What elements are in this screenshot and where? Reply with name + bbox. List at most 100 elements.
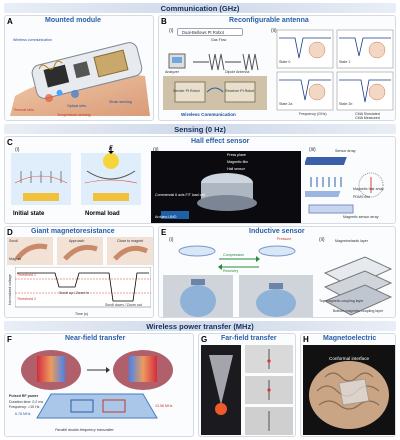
zone-up: Scroll up / Zoom in: [59, 291, 89, 295]
state-plots: [276, 29, 394, 111]
section-title: Communication (GHz): [160, 3, 240, 13]
panel-a: A Mounted module Wireless communication …: [4, 15, 154, 121]
robot-label: Dual-Bellows Pt Robot: [182, 30, 224, 35]
receiver-label: Receiver Pt Robot: [225, 89, 255, 93]
sub-iii: (iii): [309, 147, 316, 153]
sub-i: (i): [169, 237, 174, 243]
voltage-plot: [15, 267, 151, 308]
label-hair-array: Magnetic hair array: [353, 187, 384, 191]
sender-label: Sender Pt Robot: [173, 89, 200, 93]
legend-simulated: CMA Simulated: [355, 112, 380, 116]
panel-letter: H: [303, 335, 309, 344]
layer-diagram: [323, 256, 393, 316]
panel-letter: E: [161, 228, 167, 237]
state-0-label: State 0: [279, 60, 291, 64]
label-bottom-coupling: Bottom magnetic coupling layer: [333, 309, 384, 313]
section-title: Wireless power transfer (MHz): [146, 321, 254, 331]
gasflow-label: Gas Flow: [211, 38, 227, 42]
transmitter-label: Parallel double-frequency transmitter: [55, 428, 114, 432]
sensor-array-diagram: [305, 157, 384, 214]
conformal-interface-label: Conformal interface: [329, 356, 370, 361]
pressure-label: Pressure: [277, 237, 292, 241]
label-strain: Strain sensing: [109, 100, 132, 104]
panel-title: Mounted module: [45, 17, 101, 24]
rf-power-label: Pulsed RF power: [9, 394, 39, 398]
panel-title: Hall effect sensor: [191, 138, 250, 145]
initial-state-label: Initial state: [13, 211, 45, 217]
panel-d: D Giant magnetoresistance Scroll Magnet …: [4, 226, 154, 318]
y-axis-label: Normalized voltage: [8, 274, 12, 305]
panel-c: C (i) (ii) (iii) Hall effect sensor F In…: [4, 136, 396, 224]
label-wireless: Wireless communication: [13, 38, 52, 42]
force-label: F: [109, 146, 113, 152]
robot-photos: [163, 76, 267, 110]
right-activation: Right activation: [133, 347, 158, 351]
dipole-label: Dipole Antenna: [225, 70, 250, 74]
panel-title: Far-field transfer: [221, 335, 277, 342]
label-press-plane: Press plane: [227, 153, 246, 157]
state-1-label: State 1: [339, 60, 351, 64]
section-title: Sensing (0 Hz): [174, 124, 226, 134]
panel-e: E Inductive sensor (i) (ii) Compression …: [158, 226, 396, 318]
panel-title: Giant magnetoresistance: [31, 228, 115, 235]
freq-low: 6.78 MHz: [15, 412, 31, 416]
threshold-1: Threshold 1: [17, 273, 36, 277]
label-pdms: PDMS film: [353, 195, 370, 199]
label-arduino: Arduino UNO: [155, 215, 177, 219]
freq-high: 13.56 MHz: [155, 404, 173, 408]
robot-label-box: Dual-Bellows Pt Robot: [177, 28, 243, 36]
panel-title: Magnetoelectric: [323, 335, 377, 342]
panel-letter: C: [7, 138, 13, 147]
panel-letter: G: [201, 335, 208, 344]
panel-title: Inductive sensor: [249, 228, 305, 235]
label-magnetic-sensor-array: Magnetic sensor array: [343, 215, 379, 219]
initial-normal-diagram: [11, 147, 141, 205]
state-2b-label: State 2b: [339, 102, 353, 106]
threshold-2: Threshold 2: [17, 297, 36, 301]
label-load-cell: Commercial 6 axis F/T load cell: [155, 193, 206, 197]
sub-ii: (ii): [319, 237, 325, 243]
far-field-photos: [201, 345, 293, 435]
label-top-coupling: Top magnetic coupling layer: [319, 299, 364, 303]
section-band-wireless: Wireless power transfer (MHz): [4, 321, 396, 331]
label-temperature: Temperature sensing: [57, 113, 91, 117]
frequency-axis-label: Frequency (GHz): [299, 112, 327, 116]
brain-photo: [303, 345, 395, 435]
sub-i: (i): [15, 147, 20, 153]
panel-f: F Near-field transfer Left activation Ri…: [4, 333, 194, 437]
param-duration: Duration time: 0.2 ms: [9, 400, 44, 404]
panel-letter: A: [7, 17, 13, 26]
legend-measured: CMA Measured: [355, 116, 380, 120]
recovery-label: Recovery: [223, 269, 239, 273]
panel-g: G Far-field transfer: [198, 333, 296, 437]
near-field-illustration: [21, 350, 173, 419]
compression-label: Compression: [223, 253, 245, 257]
zone-down: Scroll down / Zoom out: [105, 303, 142, 307]
label-approach: Approach: [69, 239, 85, 243]
x-axis-label: Time (s): [75, 312, 89, 316]
analyzer-label: Analyzer: [165, 70, 179, 74]
panel-title: Reconfigurable antenna: [229, 17, 309, 24]
label-hall-sensor: Hall sensor: [227, 167, 245, 171]
antenna-diagram: [168, 53, 259, 71]
left-activation: Left activation: [39, 347, 62, 351]
param-frequency: Frequency: >10 Hz: [9, 405, 40, 409]
normal-load-label: Normal load: [85, 211, 120, 217]
section-band-communication: Communication (GHz): [4, 3, 396, 13]
hall-sensor-photo: [151, 151, 301, 223]
sub-ii: (ii): [271, 28, 277, 34]
label-magnet: Magnet: [9, 257, 21, 261]
wireless-label: Wireless Communication: [181, 112, 236, 117]
label-magnetoelastic: Magnetoelastic layer: [335, 239, 368, 243]
panel-letter: F: [7, 335, 12, 344]
label-close: Close to magnet: [117, 239, 144, 243]
panel-b: B Reconfigurable antenna (i) (ii) Dual-B…: [158, 15, 396, 121]
label-sensor-array: Sensor array: [335, 149, 356, 153]
label-scroll: Scroll: [9, 239, 18, 243]
panel-title: Near-field transfer: [65, 335, 126, 342]
panel-h: H Magnetoelectric Conformal interface: [300, 333, 396, 437]
label-thermal: Thermal stim.: [13, 108, 35, 112]
inductive-diagram: [163, 245, 313, 317]
label-magnetic-film: Magnetic film: [227, 160, 249, 164]
label-optical: Optical stim.: [67, 104, 87, 108]
